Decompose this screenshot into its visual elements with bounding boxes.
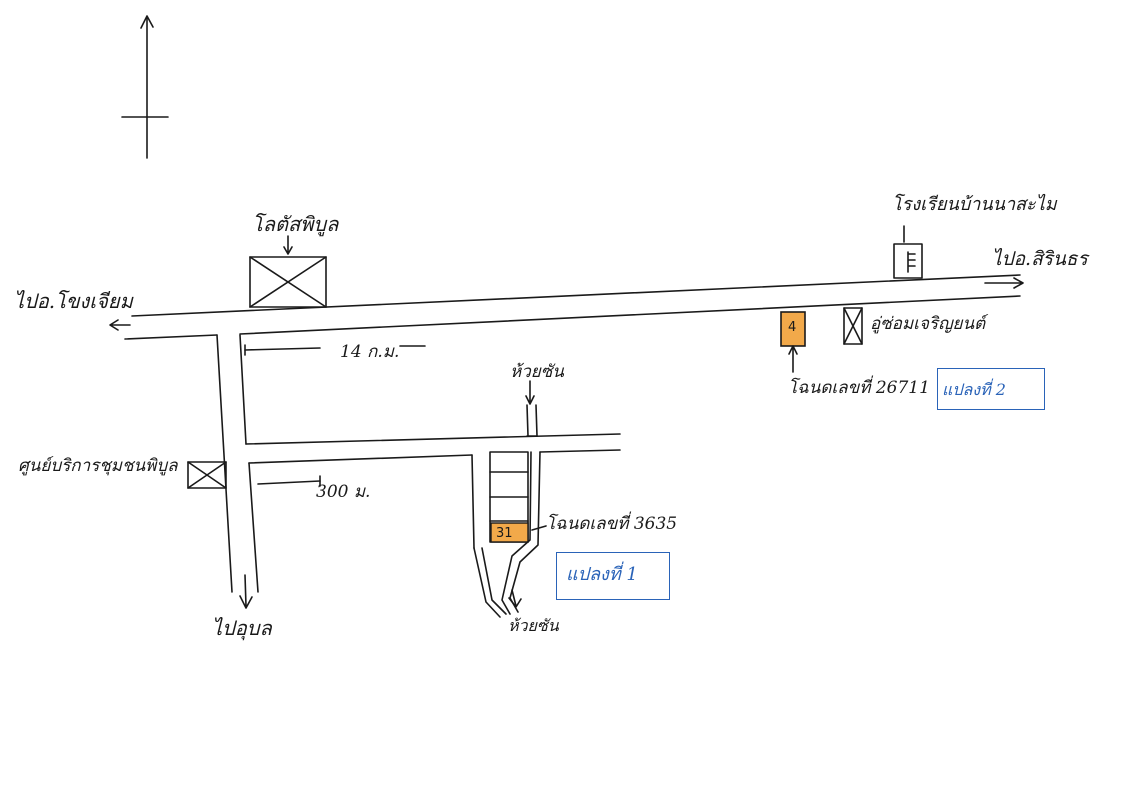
garage-label: อู่ซ่อมเจริญยนต์	[870, 314, 986, 334]
plot-2-number: 4	[788, 320, 797, 335]
plot-2-note: แปลงที่ 2	[942, 380, 1006, 399]
side-road	[245, 433, 621, 549]
lotus-phibun-label: โลตัสพิบูล	[252, 212, 339, 236]
distance-dimension-300m	[257, 475, 321, 487]
plot-1-note-box	[556, 552, 670, 600]
road-to-ubon	[216, 334, 259, 609]
distance-14km-label: 14 ก.ม.	[340, 342, 400, 362]
community-center-icon	[187, 461, 227, 489]
plot-2-note-box	[937, 368, 1045, 410]
lotus-building-icon	[249, 235, 327, 308]
to-ubon-label: ไปอุบล	[212, 616, 272, 640]
plot-1-note: แปลงที่ 1	[566, 564, 638, 585]
creek	[473, 380, 541, 618]
distance-dimension-14km	[244, 344, 426, 356]
plot-2-marker	[780, 311, 806, 373]
distance-300m-label: 300 ม.	[316, 482, 371, 502]
community-center-label: ศูนย์บริการชุมชนพิบูล	[18, 456, 178, 476]
to-sirindhorn-label: ไปอ.สิรินธร	[992, 248, 1088, 270]
garage-icon	[843, 307, 863, 345]
deed-2-label: โฉนดเลขที่ 26711	[788, 378, 930, 398]
huai-top-label: ห้วยซัน	[510, 362, 564, 382]
main-road	[109, 274, 1024, 340]
deed-1-label: โฉนดเลขที่ 3635	[546, 514, 678, 534]
huai-bottom-label: ห้วยซัน	[508, 616, 559, 635]
school-label: โรงเรียนบ้านนาสะไม	[892, 194, 1057, 215]
plot-1-number: 31	[496, 526, 513, 541]
school-icon	[893, 225, 923, 279]
north-arrow-icon	[121, 15, 169, 159]
to-khong-chiam-label: ไปอ.โขงเจียม	[14, 289, 133, 313]
plot-1-subdivision	[489, 451, 547, 543]
